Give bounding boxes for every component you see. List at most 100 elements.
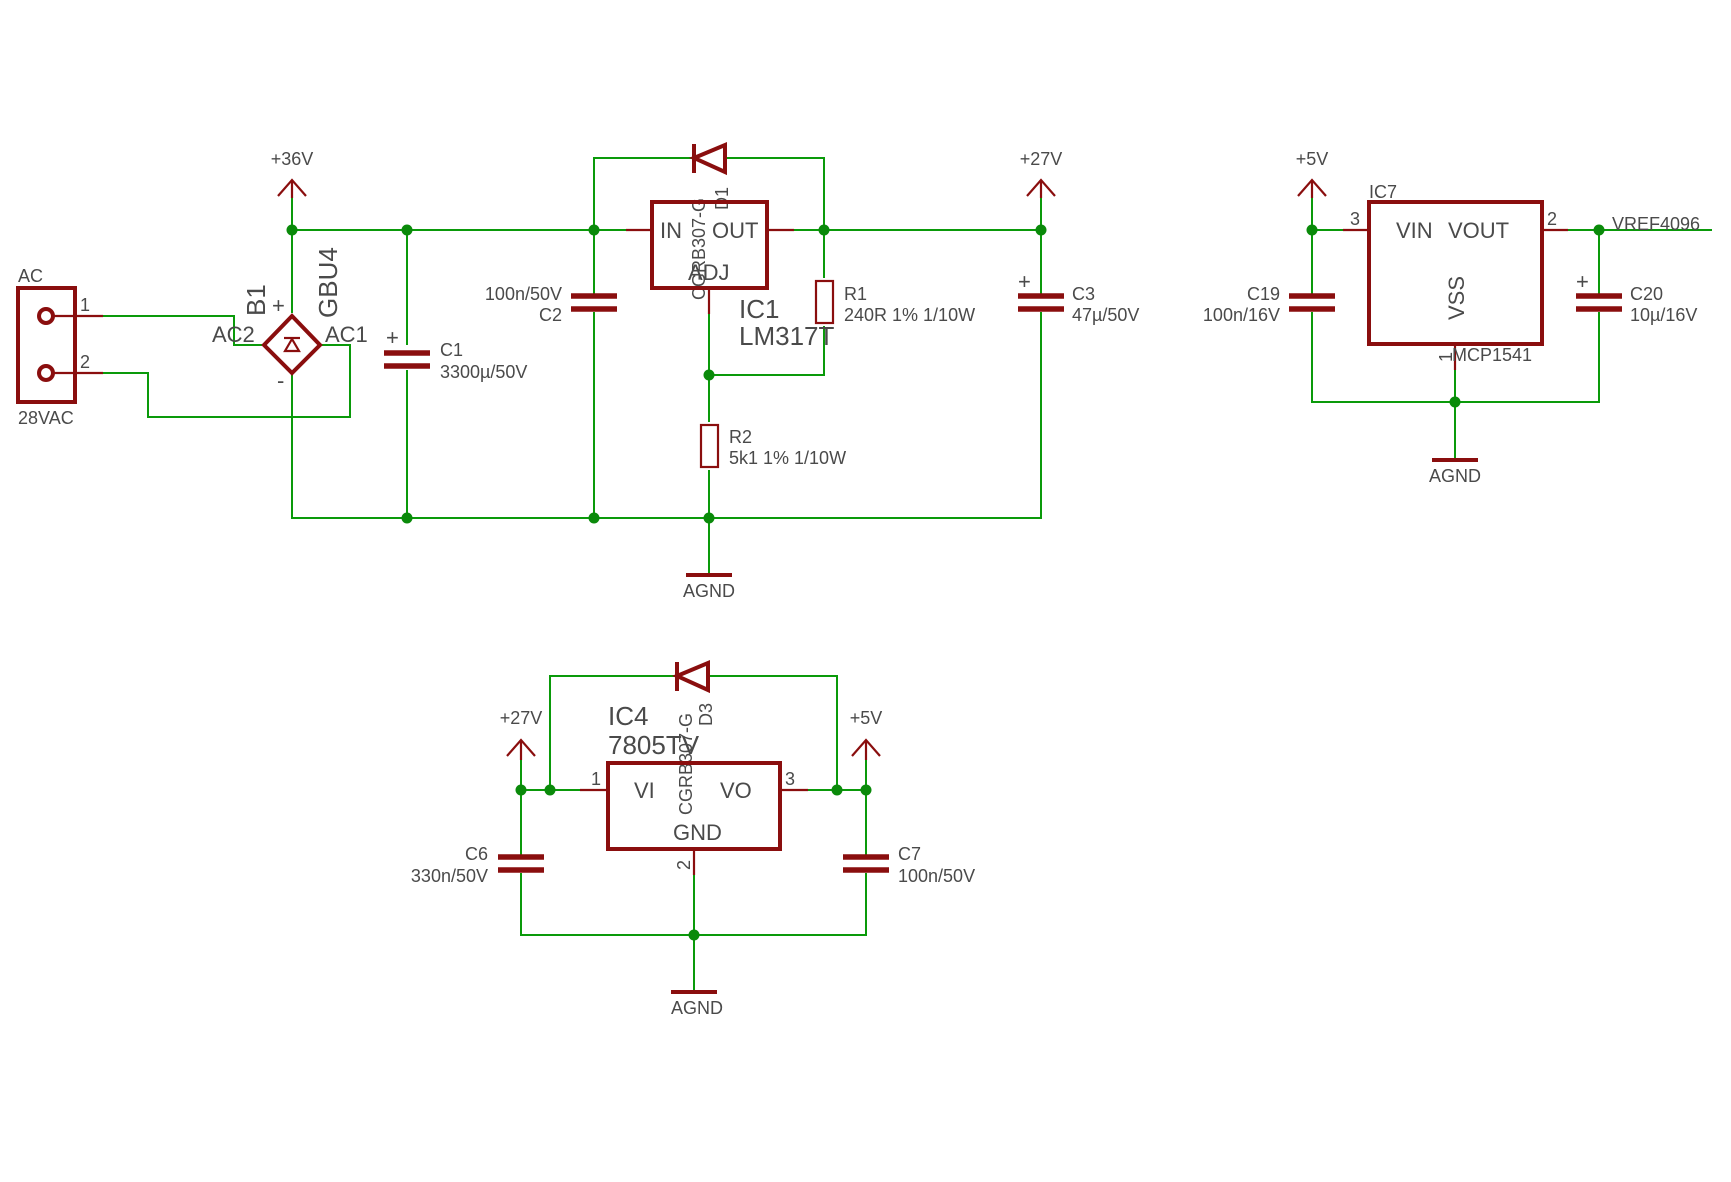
capacitor-c2: 100n/50V C2 — [485, 284, 617, 325]
junction — [286, 224, 298, 236]
supply-5v-bottom: +5V — [850, 708, 883, 760]
ic7-num-3: 3 — [1350, 209, 1360, 229]
junction — [515, 784, 527, 796]
wire-ac-pin2 — [73, 344, 351, 418]
ic1-name: IC1 — [739, 294, 779, 324]
c19-name: C19 — [1247, 284, 1280, 304]
regulator-ic1: IN OUT ADJ IC1 LM317T — [626, 200, 834, 351]
ic7-pin-vin: VIN — [1396, 218, 1433, 243]
wire-c3-b — [291, 312, 1042, 519]
bridge-ac1-label: AC1 — [325, 322, 368, 347]
c7-value: 100n/50V — [898, 866, 975, 886]
c19-value: 100n/16V — [1203, 305, 1280, 325]
connector-pin2-number: 2 — [80, 352, 90, 372]
junction — [401, 224, 413, 236]
bridge-minus-label: - — [277, 368, 284, 393]
wire-r1-bottom — [709, 326, 825, 376]
connector-value: 28VAC — [18, 408, 74, 428]
capacitor-c19: C19 100n/16V — [1203, 284, 1335, 325]
c20-polarity: + — [1576, 269, 1589, 294]
wire-d3-loop-left — [549, 675, 676, 790]
bridge-value: GBU4 — [313, 247, 343, 318]
c3-polarity: + — [1018, 269, 1031, 294]
connector-body — [16, 286, 77, 404]
vref-net-label: VREF4096 — [1612, 214, 1700, 234]
connector-ac: AC 28VAC 1 2 — [16, 266, 103, 428]
ic7-pin-vss: VSS — [1444, 276, 1469, 320]
ic4-pin-vo: VO — [720, 778, 752, 803]
wire-d3-loop-right — [708, 675, 838, 790]
junction — [588, 224, 600, 236]
ic4-pin-gnd: GND — [673, 820, 722, 845]
c1-polarity: + — [386, 325, 399, 350]
ic7-num-1: 1 — [1436, 352, 1456, 362]
ic1-value: LM317T — [739, 321, 834, 351]
ic4-num-2: 2 — [674, 860, 694, 870]
capacitor-c6: C6 330n/50V — [411, 844, 544, 886]
bridge-body — [261, 313, 323, 376]
capacitor-c3: + C3 47µ/50V — [1018, 269, 1139, 325]
bridge-plus-label: + — [272, 293, 285, 318]
ground-reg: AGND — [671, 990, 723, 1018]
resistor-r2: R2 5k1 1% 1/10W — [699, 423, 846, 469]
junction — [818, 224, 830, 236]
r1-value: 240R 1% 1/10W — [844, 305, 975, 325]
r1-body — [814, 279, 835, 325]
bridge-rectifier-b1: AC2 AC1 + - B1 GBU4 — [212, 247, 368, 393]
supply-36v: +36V — [271, 149, 313, 198]
c20-value: 10µ/16V — [1630, 305, 1697, 325]
diode-d1: CGRB307-G D1 — [688, 141, 732, 300]
r1-name: R1 — [844, 284, 867, 304]
junction — [1035, 224, 1047, 236]
r2-name: R2 — [729, 427, 752, 447]
junction — [703, 369, 715, 381]
ic1-pin-out: OUT — [712, 218, 758, 243]
junction — [688, 929, 700, 941]
ground-reg-label: AGND — [671, 998, 723, 1018]
c1-value: 3300µ/50V — [440, 362, 527, 382]
capacitor-c1: + C1 3300µ/50V — [384, 325, 527, 382]
ground-main: AGND — [683, 573, 735, 601]
wire-d1-loop-right — [726, 157, 825, 230]
ic7-pin-vout: VOUT — [1448, 218, 1509, 243]
capacitor-c20: + C20 10µ/16V — [1576, 269, 1697, 325]
d1-value: CGRB307-G — [689, 198, 709, 300]
ic4-name: IC4 — [608, 701, 648, 731]
supply-5v-bottom-label: +5V — [850, 708, 883, 728]
ic1-pin-adj: ADJ — [688, 260, 730, 285]
reference-ic7: VIN VOUT VSS 3 2 1 IC7 MCP1541 — [1343, 182, 1568, 370]
junction — [544, 784, 556, 796]
junction — [1593, 224, 1605, 236]
c3-value: 47µ/50V — [1072, 305, 1139, 325]
c3-name: C3 — [1072, 284, 1095, 304]
d3-name: D3 — [696, 703, 716, 726]
supply-27v-bottom-label: +27V — [500, 708, 543, 728]
junctions — [286, 224, 1605, 941]
c7-name: C7 — [898, 844, 921, 864]
junction — [1306, 224, 1318, 236]
bridge-ac2-label: AC2 — [212, 322, 255, 347]
connector-pin-1 — [37, 307, 55, 325]
ground-ref: AGND — [1429, 458, 1481, 486]
supply-27v-top-label: +27V — [1020, 149, 1063, 169]
ic4-value: 7805TV — [608, 730, 700, 760]
r2-body — [699, 423, 720, 469]
junction — [1449, 396, 1461, 408]
c6-value: 330n/50V — [411, 866, 488, 886]
c1-name: C1 — [440, 340, 463, 360]
ic4-pin-vi: VI — [634, 778, 655, 803]
r2-value: 5k1 1% 1/10W — [729, 448, 846, 468]
ic7-num-2: 2 — [1547, 209, 1557, 229]
capacitor-c7: C7 100n/50V — [843, 844, 975, 886]
regulator-ic4: VI VO GND 1 3 2 IC4 7805TV — [580, 701, 808, 875]
ic1-pin-in: IN — [660, 218, 682, 243]
d3-triangle — [671, 659, 710, 694]
wire-ac-pin1 — [73, 315, 262, 346]
bridge-name: B1 — [241, 284, 271, 316]
supply-27v-top: +27V — [1020, 149, 1063, 198]
ic7-value: MCP1541 — [1452, 345, 1532, 365]
c2-name: C2 — [539, 305, 562, 325]
ic7-name: IC7 — [1369, 182, 1397, 202]
junction — [860, 784, 872, 796]
